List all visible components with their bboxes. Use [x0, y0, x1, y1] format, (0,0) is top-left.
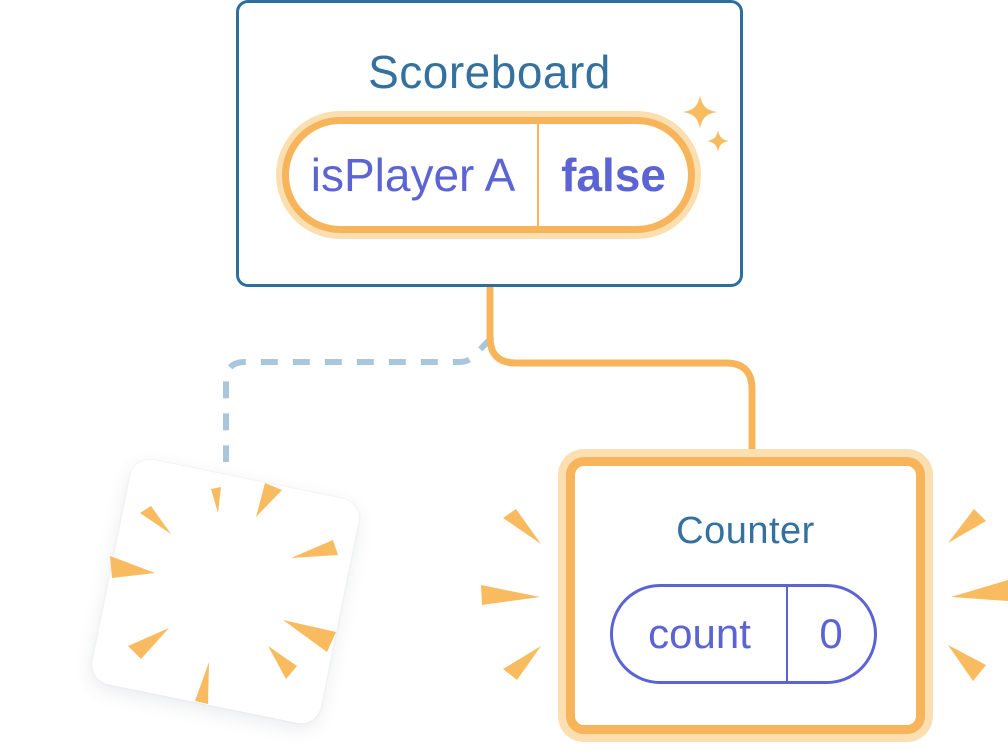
state-name: count — [648, 610, 751, 657]
state-name: isPlayer A — [310, 149, 516, 201]
scoreboard-component-card: Scoreboard isPlayer A false — [236, 0, 743, 287]
emphasis-burst-right-icon — [948, 509, 1008, 681]
counter-component-card: Counter count 0 — [566, 457, 925, 734]
pill-divider — [786, 587, 788, 681]
pill-divider — [537, 124, 539, 226]
counter-title: Counter — [676, 510, 815, 552]
connector-destroyed-dashed — [223, 334, 495, 462]
connector-preserved-solid — [486, 280, 756, 456]
counter-state-pill: count 0 — [610, 584, 877, 684]
state-value: 0 — [819, 610, 843, 657]
sparkle-icon — [707, 130, 729, 152]
sparkle-icon — [683, 95, 717, 129]
scoreboard-title: Scoreboard — [368, 46, 611, 98]
scoreboard-state-pill: isPlayer A false — [282, 117, 695, 233]
emphasis-burst-left-icon — [481, 509, 541, 680]
destroyed-component-card — [88, 456, 363, 727]
state-value: false — [561, 149, 666, 201]
